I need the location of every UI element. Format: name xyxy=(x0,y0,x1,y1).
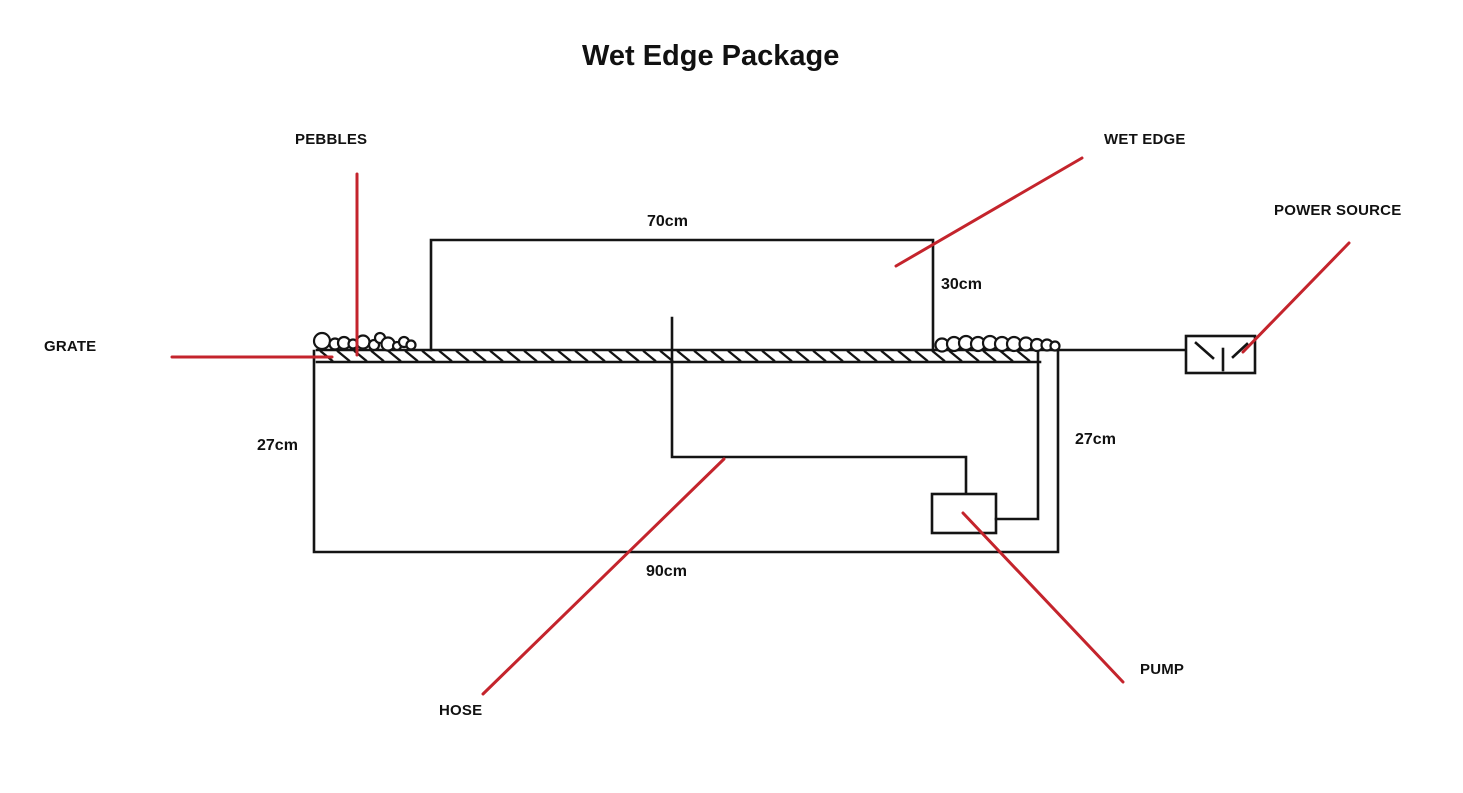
dimension-depth-right: 27cm xyxy=(1075,431,1116,448)
hatch-line xyxy=(625,349,640,363)
reservoir xyxy=(312,348,1060,554)
hatch-line xyxy=(999,349,1014,363)
power-source-mark-left xyxy=(1194,341,1215,360)
hatch-line xyxy=(438,349,453,363)
hatch-line xyxy=(795,349,810,363)
pebbles-right xyxy=(934,334,1061,353)
hatch-line xyxy=(761,349,776,363)
hatch-line xyxy=(897,349,912,363)
hatch-line xyxy=(370,349,385,363)
hatch-line xyxy=(727,349,742,363)
hatch-line xyxy=(982,349,997,363)
hatch-line xyxy=(710,349,725,363)
hatch-line xyxy=(336,349,351,363)
hatch-line xyxy=(744,349,759,363)
hatch-line xyxy=(421,349,436,363)
hatch-line xyxy=(778,349,793,363)
wet-edge-pointer-line xyxy=(894,156,1084,268)
hatch-line xyxy=(948,349,963,363)
hose-pipe xyxy=(670,316,968,495)
power-source-pointer-line xyxy=(1241,241,1351,354)
hose-label: HOSE xyxy=(439,702,483,719)
hatch-line xyxy=(829,349,844,363)
grate-hatch xyxy=(319,349,1031,363)
hatch-line xyxy=(931,349,946,363)
power-source-label: POWER SOURCE xyxy=(1274,202,1402,219)
hatch-line xyxy=(1016,349,1031,363)
power-source-mark-right xyxy=(1231,342,1249,359)
hatch-line xyxy=(880,349,895,363)
dimension-top-width: 70cm xyxy=(647,213,688,230)
pump-box xyxy=(930,492,998,535)
hatch-line xyxy=(846,349,861,363)
hatch-line xyxy=(642,349,657,363)
hose-pointer-line xyxy=(481,457,726,696)
hatch-line xyxy=(693,349,708,363)
hatch-line xyxy=(387,349,402,363)
dimension-base-width: 90cm xyxy=(646,563,687,580)
grate-label: GRATE xyxy=(44,338,97,355)
hatch-line xyxy=(914,349,929,363)
hatch-line xyxy=(455,349,470,363)
pump-outlet-pipe xyxy=(994,350,1040,521)
hatch-line xyxy=(608,349,623,363)
pebble xyxy=(312,331,332,351)
hatch-line xyxy=(472,349,487,363)
pump-pointer-line xyxy=(961,511,1125,684)
hatch-line xyxy=(557,349,572,363)
hatch-line xyxy=(676,349,691,363)
dimension-edge-height: 30cm xyxy=(941,276,982,293)
hatch-line xyxy=(591,349,606,363)
pebble xyxy=(1049,340,1061,352)
wet-edge-basin xyxy=(429,238,935,352)
hatch-line xyxy=(489,349,504,363)
diagram-title: Wet Edge Package xyxy=(582,40,840,72)
pebble xyxy=(405,339,417,351)
hatch-line xyxy=(863,349,878,363)
hatch-line xyxy=(574,349,589,363)
dimension-depth-left: 27cm xyxy=(257,437,298,454)
hatch-line xyxy=(812,349,827,363)
hatch-line xyxy=(540,349,555,363)
annotation-lines xyxy=(170,156,1351,696)
hatch-line xyxy=(965,349,980,363)
hatch-line xyxy=(404,349,419,363)
pebbles-label: PEBBLES xyxy=(295,131,368,148)
structure-lines xyxy=(312,238,1257,554)
hatch-line xyxy=(659,349,674,363)
hatch-line xyxy=(523,349,538,363)
pebbles-left xyxy=(312,331,417,352)
hatch-line xyxy=(506,349,521,363)
wet-edge-label: WET EDGE xyxy=(1104,131,1186,148)
pump-label: PUMP xyxy=(1140,661,1185,678)
power-source-box xyxy=(1184,334,1257,375)
